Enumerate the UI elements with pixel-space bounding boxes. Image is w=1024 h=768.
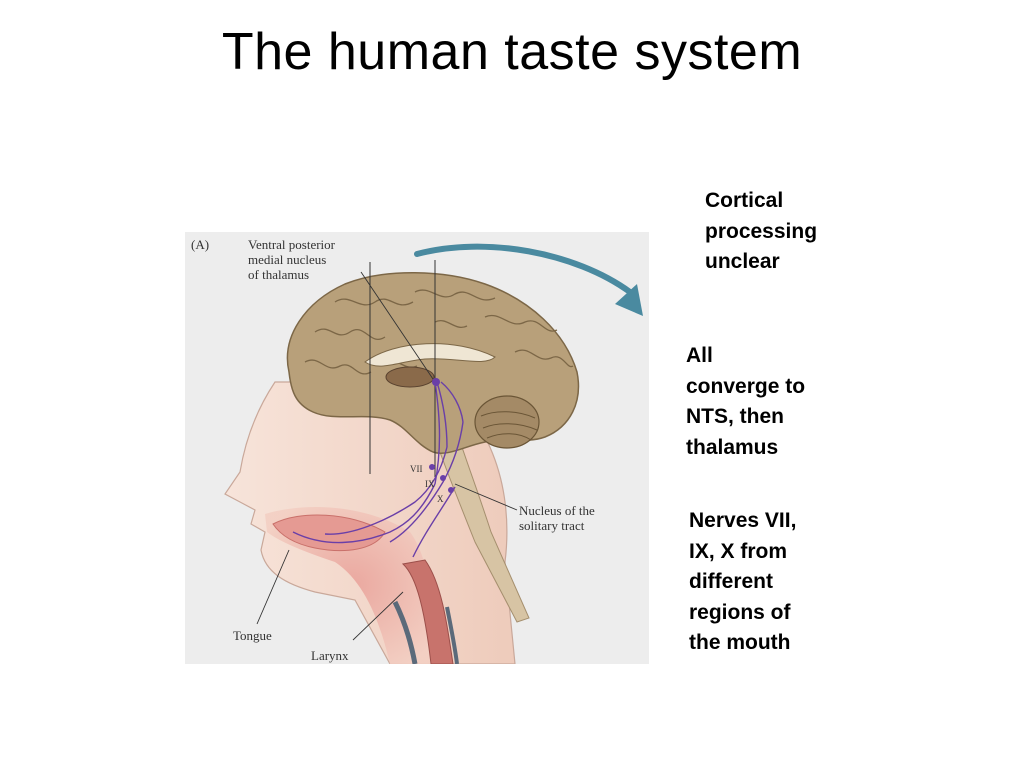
anatomy-illustration [224,243,643,664]
cortical-arrow [414,243,633,295]
arrow-head [615,284,643,316]
label-larynx: Larynx [311,648,349,663]
nerve-label-ix: IX [425,479,435,489]
taste-nerve-pathways [292,381,464,558]
nerve-label-vii: VII [410,464,423,474]
brain-gyri [304,289,574,375]
panel-label: (A) [191,237,210,252]
nerve-label-x: X [437,494,444,504]
page-title: The human taste system [221,23,803,81]
label-nucleus-solitary-tract: Nucleus of the solitary tract [519,503,595,533]
larynx [401,559,454,664]
note-nerves-origin: Nerves VII, IX, X from different regions… [689,509,797,654]
corpus-callosum [364,343,496,367]
note-converge-nts: All converge to NTS, then thalamus [686,344,806,459]
label-tongue: Tongue [233,628,272,643]
label-thalamus: Ventral posterior medial nucleus of thal… [248,237,336,282]
nerve-nuclei [429,378,454,493]
cerebellum [474,395,540,449]
note-cortical-processing: Cortical processing unclear [705,189,818,273]
thalamus [385,366,435,388]
taste-pathway-figure: (A) Ventral posterior medial nucleus of … [185,232,649,664]
